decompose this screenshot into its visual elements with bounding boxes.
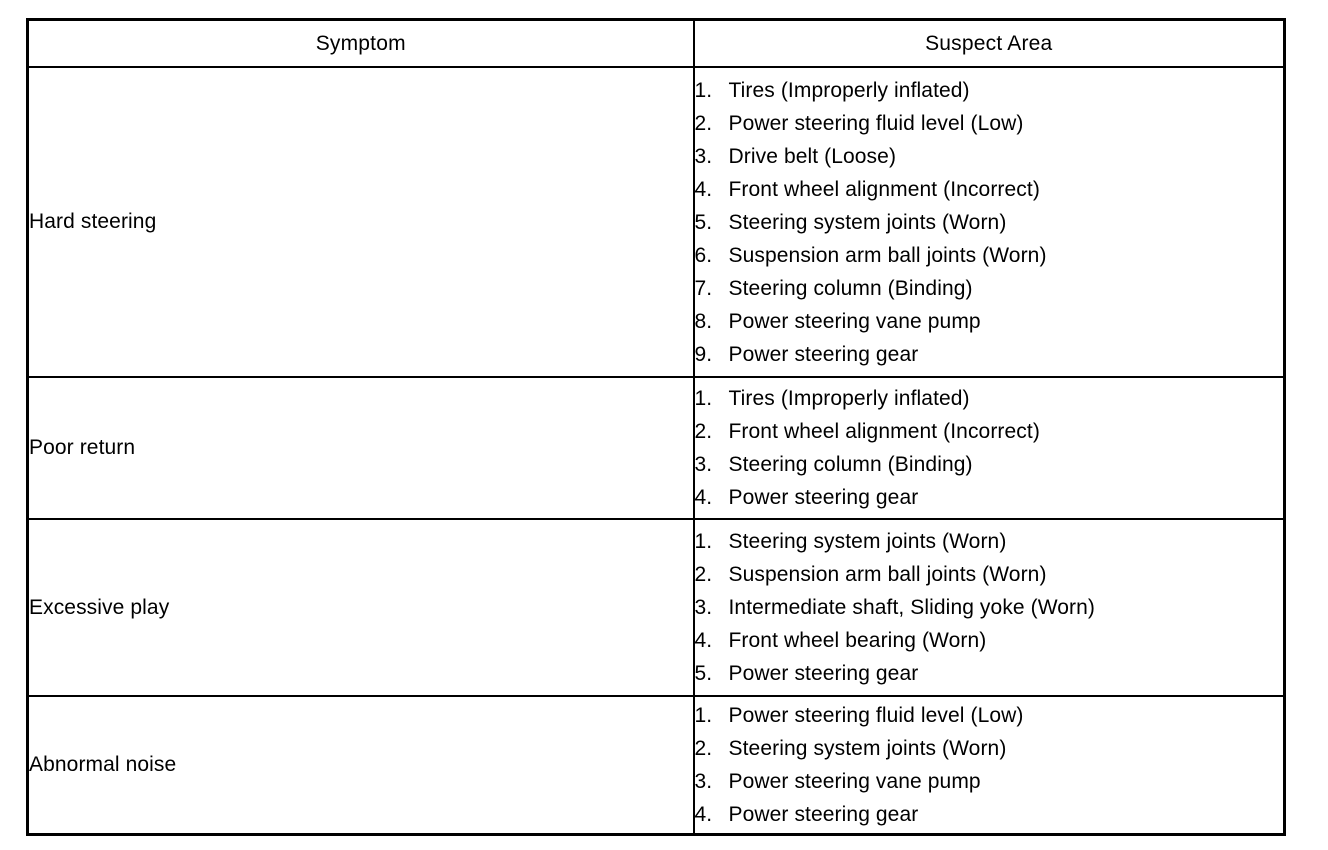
list-item-label: Steering system joints (Worn) [728, 737, 1007, 760]
suspect-area-cell: 1. Steering system joints (Worn) 2. Susp… [692, 518, 1286, 697]
column-header-suspect-area: Suspect Area [692, 18, 1286, 68]
list-item-number: 1. [694, 530, 713, 553]
list-item-label: Front wheel bearing (Worn) [728, 629, 987, 652]
list-item-label: Steering column (Binding) [728, 453, 973, 476]
suspect-area-list: 1. Power steering fluid level (Low) 2. S… [695, 699, 1284, 831]
list-item: 2. Steering system joints (Worn) [695, 732, 1284, 765]
list-item: 1. Power steering fluid level (Low) [695, 699, 1284, 732]
symptom-cell: Excessive play [26, 518, 695, 697]
list-item-label: Steering system joints (Worn) [728, 530, 1007, 553]
symptom-cell: Poor return [26, 376, 695, 520]
suspect-area-cell: 1. Tires (Improperly inflated) 2. Front … [692, 376, 1286, 520]
table-body: Hard steering 1. Tires (Improperly infla… [26, 66, 1286, 836]
list-item: 3. Steering column (Binding) [695, 448, 1284, 481]
table-head: Symptom Suspect Area [26, 18, 1286, 68]
suspect-area-cell: 1. Tires (Improperly inflated) 2. Power … [692, 66, 1286, 378]
list-item-label: Suspension arm ball joints (Worn) [728, 563, 1047, 586]
list-item-label: Suspension arm ball joints (Worn) [728, 243, 1047, 267]
table-row: Hard steering 1. Tires (Improperly infla… [26, 66, 1286, 378]
list-item-number: 2. [694, 563, 713, 586]
list-item-number: 1. [694, 78, 713, 102]
list-item: 1. Tires (Improperly inflated) [695, 382, 1284, 415]
list-item-label: Front wheel alignment (Incorrect) [728, 177, 1040, 201]
list-item-number: 5. [694, 210, 713, 234]
column-header-symptom: Symptom [26, 18, 695, 68]
list-item: 4. Front wheel bearing (Worn) [695, 624, 1284, 657]
list-item-number: 9. [694, 342, 713, 366]
list-item-label: Intermediate shaft, Sliding yoke (Worn) [728, 596, 1096, 619]
table-row: Poor return 1. Tires (Improperly inflate… [26, 376, 1286, 520]
list-item-number: 3. [694, 144, 713, 168]
list-item-label: Steering system joints (Worn) [728, 210, 1007, 234]
list-item: 2. Front wheel alignment (Incorrect) [695, 415, 1284, 448]
list-item: 4. Front wheel alignment (Incorrect) [695, 173, 1284, 206]
list-item-number: 4. [694, 177, 713, 201]
list-item-label: Power steering gear [728, 803, 919, 826]
list-item-number: 4. [694, 629, 713, 652]
list-item: 1. Steering system joints (Worn) [695, 525, 1284, 558]
list-item-number: 7. [694, 276, 713, 300]
list-item-number: 3. [694, 770, 713, 793]
list-item-label: Power steering fluid level (Low) [728, 704, 1024, 727]
list-item-number: 3. [694, 453, 713, 476]
list-item-number: 6. [694, 243, 713, 267]
list-item: 8. Power steering vane pump [695, 305, 1284, 338]
list-item: 5. Power steering gear [695, 657, 1284, 690]
list-item-number: 1. [694, 704, 713, 727]
list-item-label: Steering column (Binding) [728, 276, 973, 300]
troubleshooting-table: Symptom Suspect Area Hard steering 1. Ti… [26, 18, 1286, 836]
list-item-label: Power steering vane pump [728, 770, 981, 793]
list-item-label: Power steering fluid level (Low) [728, 111, 1024, 135]
list-item-number: 3. [694, 596, 713, 619]
list-item-label: Tires (Improperly inflated) [728, 78, 970, 102]
list-item-number: 5. [694, 662, 713, 685]
table-header-row: Symptom Suspect Area [26, 18, 1286, 68]
list-item: 7. Steering column (Binding) [695, 272, 1284, 305]
list-item: 2. Suspension arm ball joints (Worn) [695, 558, 1284, 591]
list-item-number: 4. [694, 486, 713, 509]
list-item-label: Power steering gear [728, 486, 919, 509]
suspect-area-cell: 1. Power steering fluid level (Low) 2. S… [692, 695, 1286, 836]
list-item-label: Power steering gear [728, 662, 919, 685]
list-item: 4. Power steering gear [695, 481, 1284, 514]
list-item-label: Power steering vane pump [728, 309, 981, 333]
list-item-number: 2. [694, 111, 713, 135]
list-item-number: 8. [694, 309, 713, 333]
symptom-cell: Hard steering [26, 66, 695, 378]
list-item: 3. Intermediate shaft, Sliding yoke (Wor… [695, 591, 1284, 624]
suspect-area-list: 1. Tires (Improperly inflated) 2. Front … [695, 382, 1284, 514]
list-item-label: Tires (Improperly inflated) [728, 387, 970, 410]
list-item-label: Power steering gear [728, 342, 919, 366]
list-item: 9. Power steering gear [695, 338, 1284, 371]
list-item-number: 1. [694, 387, 713, 410]
list-item: 3. Drive belt (Loose) [695, 140, 1284, 173]
suspect-area-list: 1. Steering system joints (Worn) 2. Susp… [695, 525, 1284, 690]
list-item-label: Front wheel alignment (Incorrect) [728, 420, 1040, 443]
table-row: Abnormal noise 1. Power steering fluid l… [26, 695, 1286, 836]
list-item: 1. Tires (Improperly inflated) [695, 74, 1284, 107]
suspect-area-list: 1. Tires (Improperly inflated) 2. Power … [695, 74, 1284, 371]
symptom-cell: Abnormal noise [26, 695, 695, 836]
list-item: 3. Power steering vane pump [695, 765, 1284, 798]
list-item: 4. Power steering gear [695, 798, 1284, 831]
list-item: 6. Suspension arm ball joints (Worn) [695, 239, 1284, 272]
list-item-label: Drive belt (Loose) [728, 144, 897, 168]
table-row: Excessive play 1. Steering system joints… [26, 518, 1286, 697]
list-item-number: 2. [694, 420, 713, 443]
list-item: 5. Steering system joints (Worn) [695, 206, 1284, 239]
list-item: 2. Power steering fluid level (Low) [695, 107, 1284, 140]
list-item-number: 2. [694, 737, 713, 760]
list-item-number: 4. [694, 803, 713, 826]
